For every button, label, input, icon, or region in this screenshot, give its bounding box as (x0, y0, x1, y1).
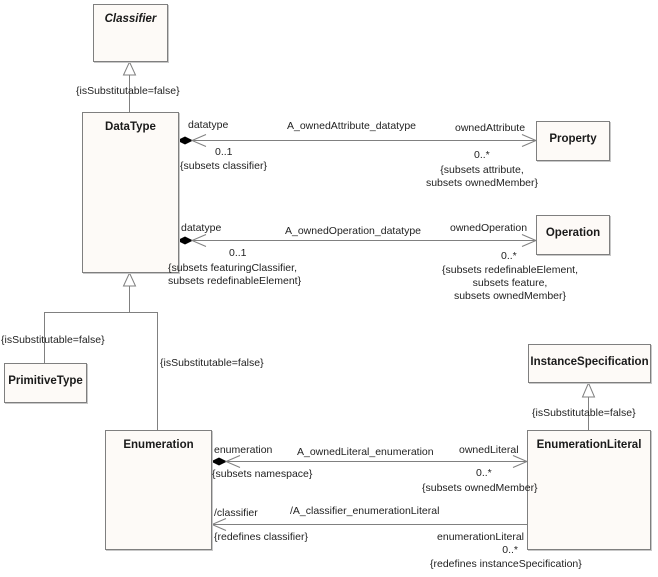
association-end-multiplicity: 0..* (474, 149, 490, 161)
association-end-multiplicity: 0..1 (229, 247, 247, 259)
association-end-constraint: {subsets classifier} (180, 160, 267, 172)
class-operation[interactable]: Operation (536, 215, 610, 255)
association-end-constraint: {subsets namespace} (212, 468, 313, 480)
association-end-role: datatype (188, 119, 229, 131)
class-enumerationliteral[interactable]: EnumerationLiteral (527, 430, 651, 550)
generalization-constraint: {isSubstitutable=false} (160, 357, 264, 369)
class-instancespecification[interactable]: InstanceSpecification (528, 344, 651, 383)
association-end-role: /classifier (214, 507, 258, 519)
class-name: EnumerationLiteral (536, 439, 642, 451)
class-enumeration[interactable]: Enumeration (105, 430, 212, 550)
class-name: PrimitiveType (8, 375, 83, 387)
association-end-multiplicity: 0..* (502, 544, 518, 556)
association-end-role: enumeration (214, 444, 273, 456)
class-name: Classifier (104, 13, 157, 25)
class-datatype[interactable]: DataType (82, 112, 179, 273)
association-name: A_ownedLiteral_enumeration (297, 446, 434, 458)
association-end-multiplicity: 0..1 (215, 146, 233, 158)
generalization-arrowhead-icon (122, 60, 137, 76)
association-end-multiplicity: 0..* (501, 250, 517, 262)
generalization-arrowhead-icon (122, 271, 137, 287)
generalization-constraint: {isSubstitutable=false} (76, 85, 180, 97)
association-end-role: ownedAttribute (455, 122, 526, 134)
generalization-constraint: {isSubstitutable=false} (532, 407, 636, 419)
class-classifier[interactable]: Classifier (93, 4, 168, 62)
generalization-arrowhead-icon (581, 381, 596, 398)
class-property[interactable]: Property (536, 121, 610, 161)
class-name: Operation (545, 227, 601, 239)
generalization-primitivetype-datatype[interactable] (44, 312, 158, 431)
association-end-role: enumerationLiteral (437, 531, 524, 543)
navigability-arrow-icon (210, 518, 227, 531)
association-end-constraint: {subsets attribute, subsets ownedMember} (425, 164, 539, 189)
association-name: A_ownedOperation_datatype (285, 225, 422, 237)
association-end-constraint: {subsets ownedMember} (422, 482, 538, 494)
association-end-role: ownedLiteral (459, 444, 519, 456)
class-name: Enumeration (123, 439, 194, 451)
association-end-constraint: {subsets featuringClassifier, subsets re… (168, 262, 302, 287)
class-name: Property (549, 133, 597, 145)
class-name: DataType (105, 121, 156, 133)
composition-diamond-icon (210, 457, 228, 466)
association-end-role: ownedOperation (450, 222, 528, 234)
composition-diamond-icon (176, 136, 194, 145)
class-name: InstanceSpecification (530, 356, 649, 368)
generalization-constraint: {isSubstitutable=false} (1, 334, 105, 346)
association-end-constraint: {redefines classifier} (214, 531, 308, 543)
association-end-constraint: {subsets redefinableElement, subsets fea… (441, 264, 578, 302)
navigability-arrow-icon (224, 455, 241, 468)
association-name: /A_classifier_enumerationLiteral (290, 505, 440, 517)
class-primitivetype[interactable]: PrimitiveType (4, 363, 87, 403)
association-end-multiplicity: 0..* (476, 467, 492, 479)
composition-diamond-icon (176, 236, 194, 245)
navigability-arrow-icon (190, 134, 207, 147)
association-end-constraint: {redefines instanceSpecification} (430, 558, 582, 570)
association-end-role: datatype (181, 222, 222, 234)
association-name: A_ownedAttribute_datatype (287, 120, 417, 132)
navigability-arrow-icon (190, 234, 207, 247)
